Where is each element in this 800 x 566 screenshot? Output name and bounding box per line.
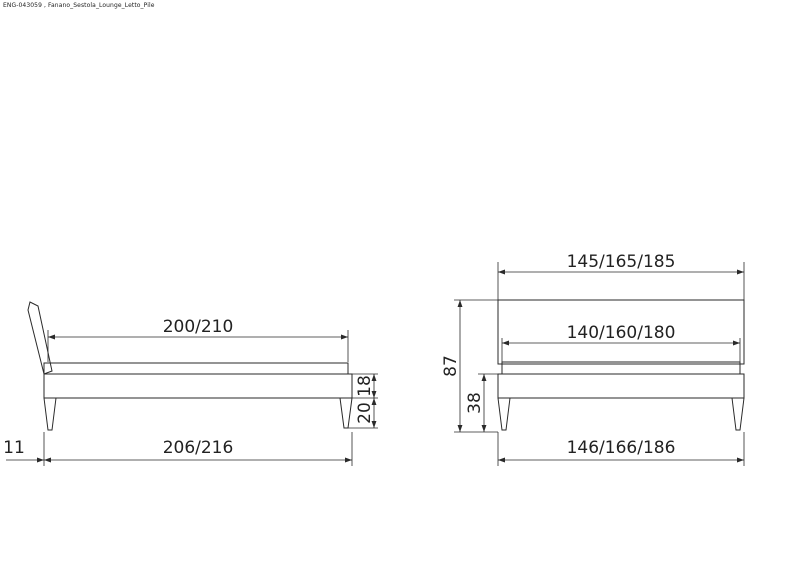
- side-leg-back: [339, 397, 353, 429]
- front-leg-left: [497, 397, 511, 431]
- dim-total-height: 87: [441, 355, 461, 377]
- side-view: 200/210 206/216 11 18 20: [3, 301, 378, 466]
- side-mattress: [43, 362, 349, 375]
- dim-overall-length: 206/216: [163, 438, 234, 458]
- side-headboard: [27, 301, 53, 375]
- dim-seat-height: 38: [465, 392, 485, 414]
- side-frame: [43, 373, 353, 399]
- dim-mattress-length: 200/210: [163, 317, 234, 337]
- dim-leg-height: 20: [355, 402, 375, 424]
- side-leg-front: [43, 397, 57, 431]
- dim-mattress-width: 140/160/180: [567, 323, 676, 343]
- drawing-caption: ENG-043059 , Fanano_Sestola_Lounge_Letto…: [3, 2, 155, 9]
- front-frame: [497, 373, 745, 399]
- dim-overall-width: 146/166/186: [567, 438, 676, 458]
- front-view: 145/165/185 140/160/180 146/166/186 87 3…: [441, 252, 745, 466]
- front-leg-right: [731, 397, 745, 431]
- front-headboard: [497, 299, 745, 365]
- dim-bottom-offset: 11: [3, 438, 25, 458]
- dim-frame-height: 18: [355, 375, 375, 397]
- dim-headboard-width: 145/165/185: [567, 252, 676, 272]
